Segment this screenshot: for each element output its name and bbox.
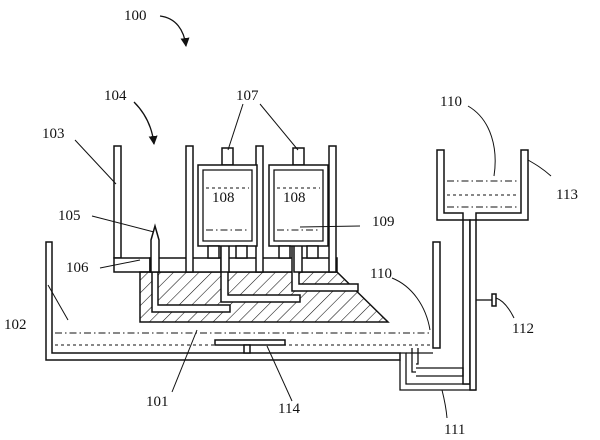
label-110-liquid: 110 xyxy=(370,266,392,282)
outer-tank xyxy=(45,241,476,391)
label-106: 106 xyxy=(66,260,89,276)
label-108-right: 108 xyxy=(283,190,306,206)
label-111: 111 xyxy=(444,422,465,438)
label-109: 109 xyxy=(372,214,395,230)
reference-labels: 100 104 103 107 105 106 102 101 114 108 … xyxy=(4,8,578,438)
label-104: 104 xyxy=(104,88,127,104)
label-102: 102 xyxy=(4,317,27,333)
valve xyxy=(476,293,497,307)
cutting-block xyxy=(139,241,390,323)
label-114: 114 xyxy=(278,401,300,417)
label-110-reservoir: 110 xyxy=(440,94,462,110)
needle-left xyxy=(150,223,160,273)
label-108-left: 108 xyxy=(212,190,235,206)
reservoir xyxy=(436,149,529,221)
cartridge-right xyxy=(268,147,329,259)
label-107: 107 xyxy=(236,88,259,104)
feed-pipe xyxy=(411,219,477,391)
label-105: 105 xyxy=(58,208,81,224)
label-112: 112 xyxy=(512,321,534,337)
label-101: 101 xyxy=(146,394,169,410)
leader-lines xyxy=(47,15,552,419)
cartridge-left xyxy=(197,147,258,259)
label-113: 113 xyxy=(556,187,578,203)
filter-plate xyxy=(214,339,286,354)
label-100: 100 xyxy=(124,8,147,24)
label-103: 103 xyxy=(42,126,65,142)
holder-side-wall xyxy=(113,145,151,273)
